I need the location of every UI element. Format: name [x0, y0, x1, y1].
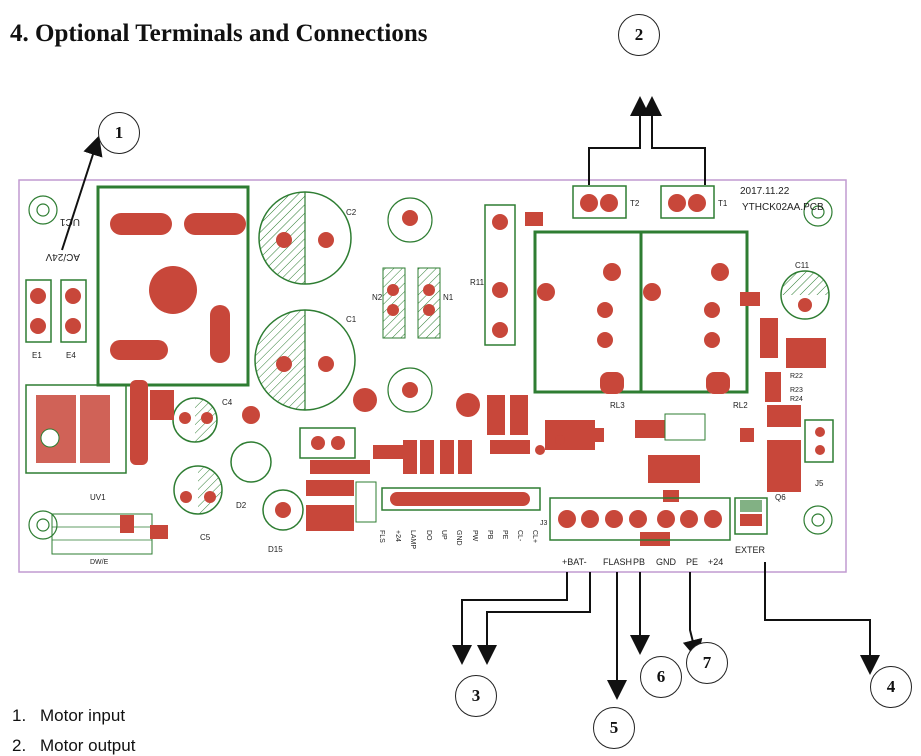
n1-label: N1 — [443, 293, 454, 302]
capacitor-c2: C2 — [258, 191, 357, 285]
r11-label: R11 — [470, 278, 485, 287]
legend-text: Motor output — [40, 736, 136, 755]
transformer: N2 N1 — [372, 197, 454, 413]
uv1-module: UV1 DW/E — [25, 380, 153, 566]
terminal-bat-label: +BAT- — [562, 557, 587, 567]
diode-d15: D15 — [262, 489, 304, 554]
rl3-label: RL3 — [610, 401, 625, 410]
capacitor-c1: C1 — [254, 309, 357, 411]
c4-label: C4 — [222, 398, 233, 407]
t1-label: T1 — [718, 199, 728, 208]
svg-text:FLS: FLS — [378, 530, 385, 543]
resistor-r11: R11 — [470, 204, 516, 346]
leader-lines — [61, 96, 880, 700]
legend-item: 2. Motor output — [12, 736, 135, 756]
uv1-label: UV1 — [90, 493, 106, 502]
c5-label: C5 — [200, 533, 211, 542]
svg-text:PE: PE — [501, 530, 508, 540]
board-date: 2017.11.22 — [740, 186, 790, 197]
capacitor-c11: C11 — [780, 261, 830, 320]
exter-label: EXTER — [735, 545, 766, 555]
connector-t2: T2 — [572, 185, 640, 219]
exter-connector: EXTER — [734, 497, 768, 555]
section-title: 4. Optional Terminals and Connections — [10, 20, 428, 47]
r24-label: R24 — [790, 396, 803, 403]
connector-e: E1 E4 — [25, 279, 87, 360]
callout-7: 7 — [686, 642, 728, 684]
terminal-pe-label: PE — [686, 557, 698, 567]
terminal-flash-label: FLASH — [603, 557, 632, 567]
callout-2: 2 — [618, 14, 660, 56]
d2-label: D2 — [236, 501, 247, 510]
j3-pin-labels: FLS +24 LAMP DO UP GND PW PB PE CL- CL+ — [378, 530, 538, 549]
diode-d2: D2 — [230, 406, 272, 510]
terminal-gnd-label: GND — [656, 557, 677, 567]
connector-t1: T1 — [660, 185, 728, 219]
callout-3: 3 — [455, 675, 497, 717]
ac-label: AC/24V — [45, 251, 80, 262]
e4-label: E4 — [66, 351, 76, 360]
q6-label: Q6 — [775, 493, 786, 502]
svg-text:CL-: CL- — [516, 530, 523, 542]
c11-label: C11 — [795, 261, 810, 270]
c2-label: C2 — [346, 208, 357, 217]
callout-4: 4 — [870, 666, 912, 708]
svg-text:+24: +24 — [394, 530, 401, 542]
svg-text:PW: PW — [471, 530, 478, 542]
small-parts — [120, 212, 760, 546]
d15-label: D15 — [268, 545, 283, 554]
legend-text: Motor input — [40, 706, 126, 725]
svg-text:GND: GND — [455, 530, 462, 546]
svg-text:UP: UP — [440, 530, 447, 540]
c1-label: C1 — [346, 315, 357, 324]
callout-5: 5 — [593, 707, 635, 749]
terminal-block-j1: +BAT- FLASH PB GND PE +24 — [549, 497, 731, 567]
dwe-label: DW/E — [90, 559, 109, 566]
svg-text:DO: DO — [425, 530, 432, 541]
r22-label: R22 — [790, 373, 803, 380]
legend-item: 1. Motor input — [12, 706, 135, 736]
j5-label: J5 — [815, 479, 824, 488]
t2-label: T2 — [630, 199, 640, 208]
board-name: YTHCK02AA.PCB — [742, 202, 824, 213]
legend-list: 1. Motor input 2. Motor output — [12, 706, 135, 756]
terminal-pb-label: PB — [633, 557, 645, 567]
r23-label: R23 — [790, 387, 803, 394]
n2-label: N2 — [372, 293, 383, 302]
svg-text:PB: PB — [486, 530, 493, 540]
rl2-label: RL2 — [733, 401, 748, 410]
mounting-holes — [28, 195, 833, 540]
relay-rl2: RL2 — [639, 230, 749, 410]
callout-1: 1 — [98, 112, 140, 154]
terminal-24-label: +24 — [708, 557, 723, 567]
legend-number: 1. — [12, 706, 27, 725]
svg-text:CL+: CL+ — [531, 530, 538, 543]
svg-text:LAMP: LAMP — [409, 530, 416, 549]
j3-header: J3 — [381, 487, 548, 527]
legend-number: 2. — [12, 736, 27, 755]
uc1-regulator: UC1 — [60, 185, 250, 387]
callout-6: 6 — [640, 656, 682, 698]
right-components: R22 R23 R24 J5 Q6 — [760, 318, 834, 502]
capacitor-c5: C5 — [173, 465, 223, 542]
j3-label: J3 — [540, 520, 548, 527]
e1-label: E1 — [32, 351, 42, 360]
uc1-label: UC1 — [60, 216, 80, 227]
